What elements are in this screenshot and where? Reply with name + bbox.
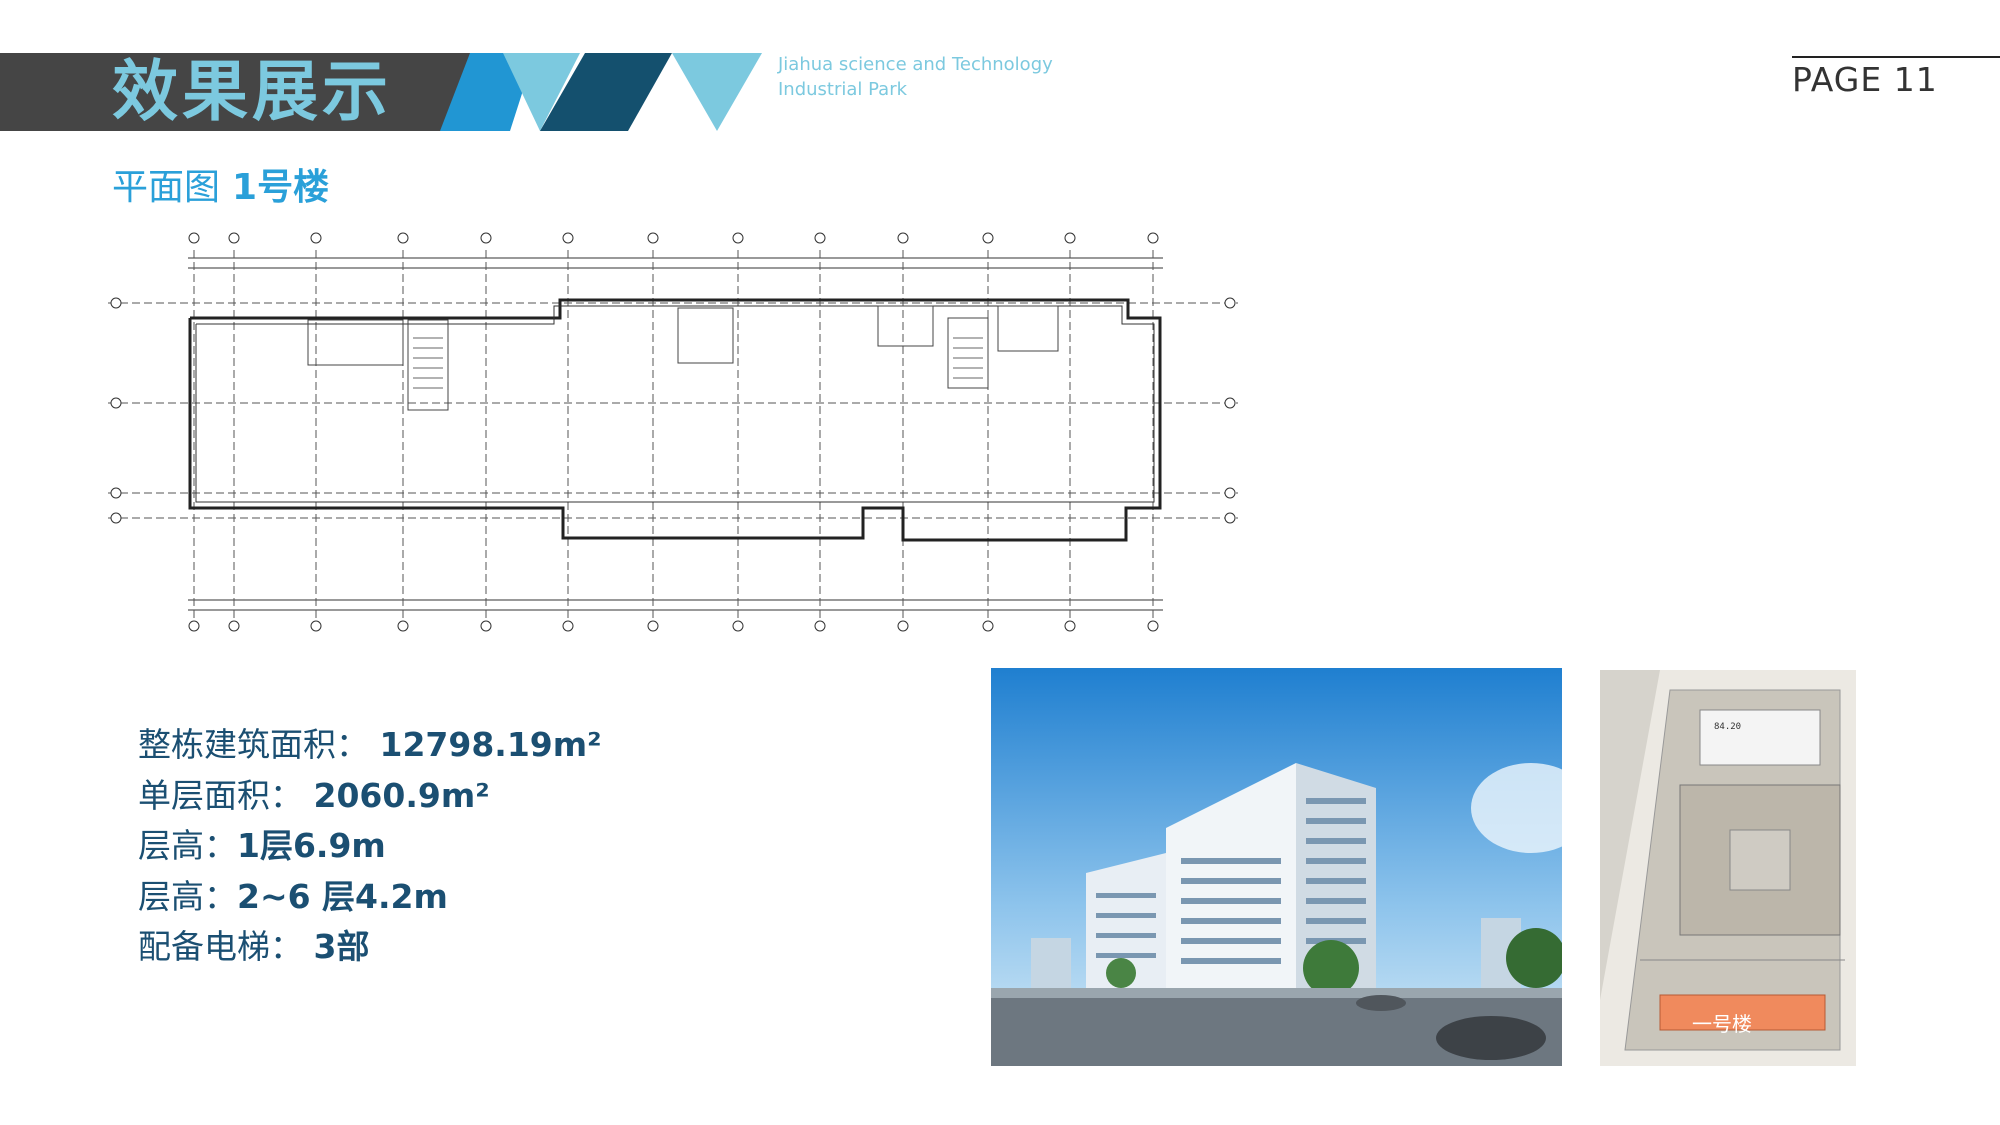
site-highlight-building <box>1659 994 1826 1031</box>
stat-label: 整栋建筑面积： <box>138 725 369 764</box>
plan-grid <box>108 250 1238 618</box>
building-stats: 整栋建筑面积： 12798.19m² 单层面积： 2060.9m² 层高：1层6… <box>138 720 602 973</box>
stat-value: 2060.9m² <box>313 775 490 815</box>
deco-triangle-down <box>672 53 762 131</box>
stat-label: 单层面积： <box>138 775 303 815</box>
subtitle-line-1: Jiahua science and Technology <box>778 54 1053 75</box>
stat-label: 配备电梯： <box>138 927 303 966</box>
page-number: PAGE 11 <box>1792 60 1938 99</box>
stat-value: 12798.19m² <box>379 725 602 764</box>
deco-triangle-blue <box>440 53 535 131</box>
header-bar <box>0 53 470 131</box>
building-main-block <box>1166 763 1296 988</box>
stat-value: 3部 <box>313 927 370 966</box>
stat-label: 层高： <box>138 876 237 916</box>
header-subtitle: Jiahua science and Technology Industrial… <box>778 52 1053 102</box>
page-number-rule <box>1792 56 2000 58</box>
stat-total-area: 整栋建筑面积： 12798.19m² <box>138 720 602 771</box>
page-title: 效果展示 <box>112 53 392 130</box>
stat-value: 2~6 层4.2m <box>237 876 448 916</box>
site-plan-drawing <box>1600 670 1856 1066</box>
site-highlight-label: 一号楼 <box>1692 1012 1752 1036</box>
stat-label: 层高： <box>138 826 237 865</box>
section-title-text: 平面图 <box>112 167 221 208</box>
subtitle-line-2: Industrial Park <box>778 79 908 100</box>
deco-parallelogram-dark <box>540 53 672 131</box>
deco-triangle-light <box>503 53 580 131</box>
section-title: 平面图 1号楼 <box>112 158 329 210</box>
floor-plan-drawing <box>108 232 1238 632</box>
stat-height-first-floor: 层高：1层6.9m <box>138 821 602 872</box>
stat-height-upper-floors: 层高：2~6 层4.2m <box>138 872 602 923</box>
stat-elevators: 配备电梯： 3部 <box>138 922 602 973</box>
site-plan-image: 84.20 一号楼 <box>1600 670 1856 1066</box>
stat-floor-area: 单层面积： 2060.9m² <box>138 771 602 822</box>
header-decoration <box>440 53 762 131</box>
grid-bubbles <box>110 232 1236 632</box>
building-rendering-image <box>991 668 1562 1066</box>
stat-value: 1层6.9m <box>237 826 386 865</box>
building-number: 1号楼 <box>232 167 330 208</box>
site-plan-number: 84.20 <box>1714 722 1742 732</box>
